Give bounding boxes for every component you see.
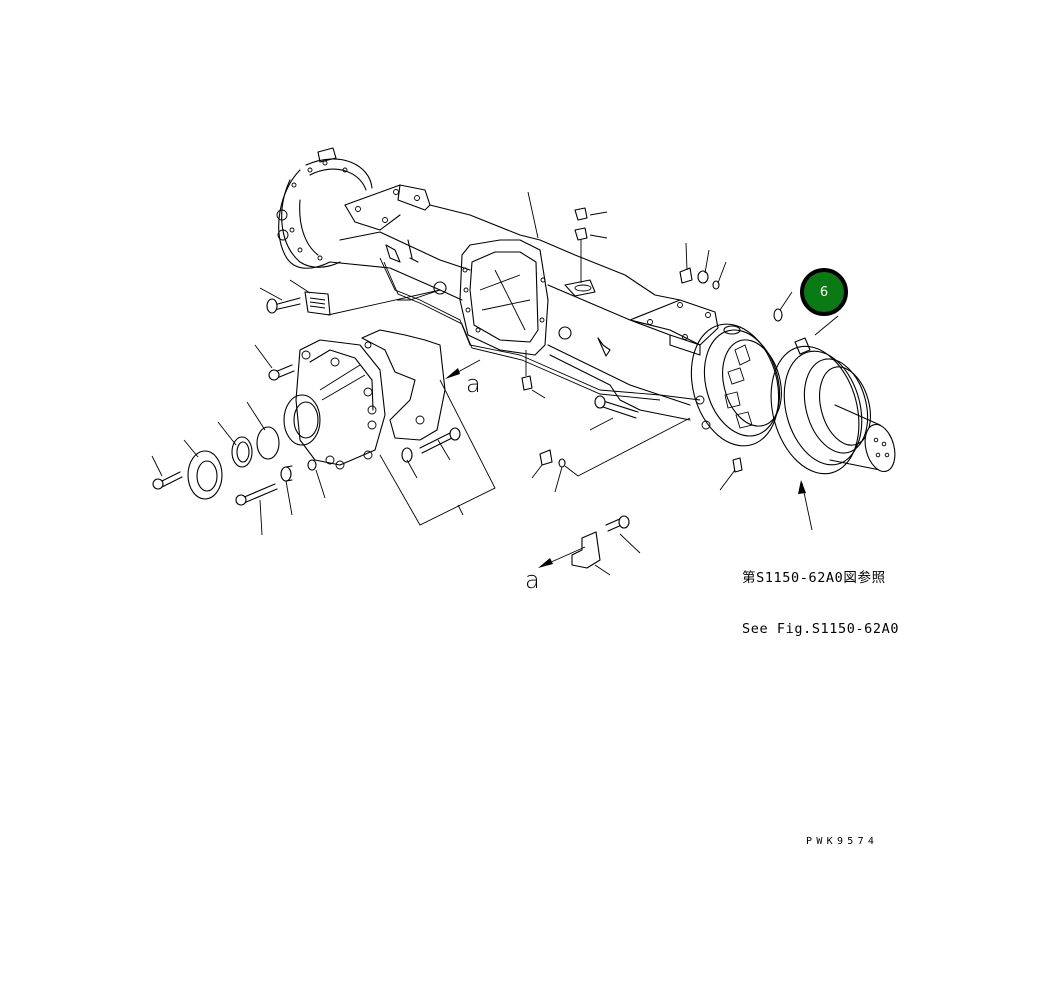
drawing-number: PWK9574 — [806, 836, 879, 847]
reference-note-english: See Fig.S1150-62A0 — [742, 621, 900, 637]
view-label-a-lower: a — [525, 566, 540, 594]
axle-housing — [329, 184, 719, 421]
reference-note: 第S1150-62A0図参照 See Fig.S1150-62A0 — [742, 536, 899, 655]
part-callout-6[interactable]: 6 — [800, 268, 848, 316]
leader-lines — [151, 191, 839, 576]
reference-note-japanese: 第S1150-62A0図参照 — [742, 570, 886, 586]
arrows — [445, 359, 813, 568]
view-label-a-upper: a — [466, 370, 481, 398]
differential-carrier — [283, 329, 446, 470]
left-flange — [276, 147, 373, 269]
left-small-parts — [152, 207, 720, 569]
callout-number: 6 — [819, 284, 829, 300]
right-hub — [690, 308, 896, 475]
